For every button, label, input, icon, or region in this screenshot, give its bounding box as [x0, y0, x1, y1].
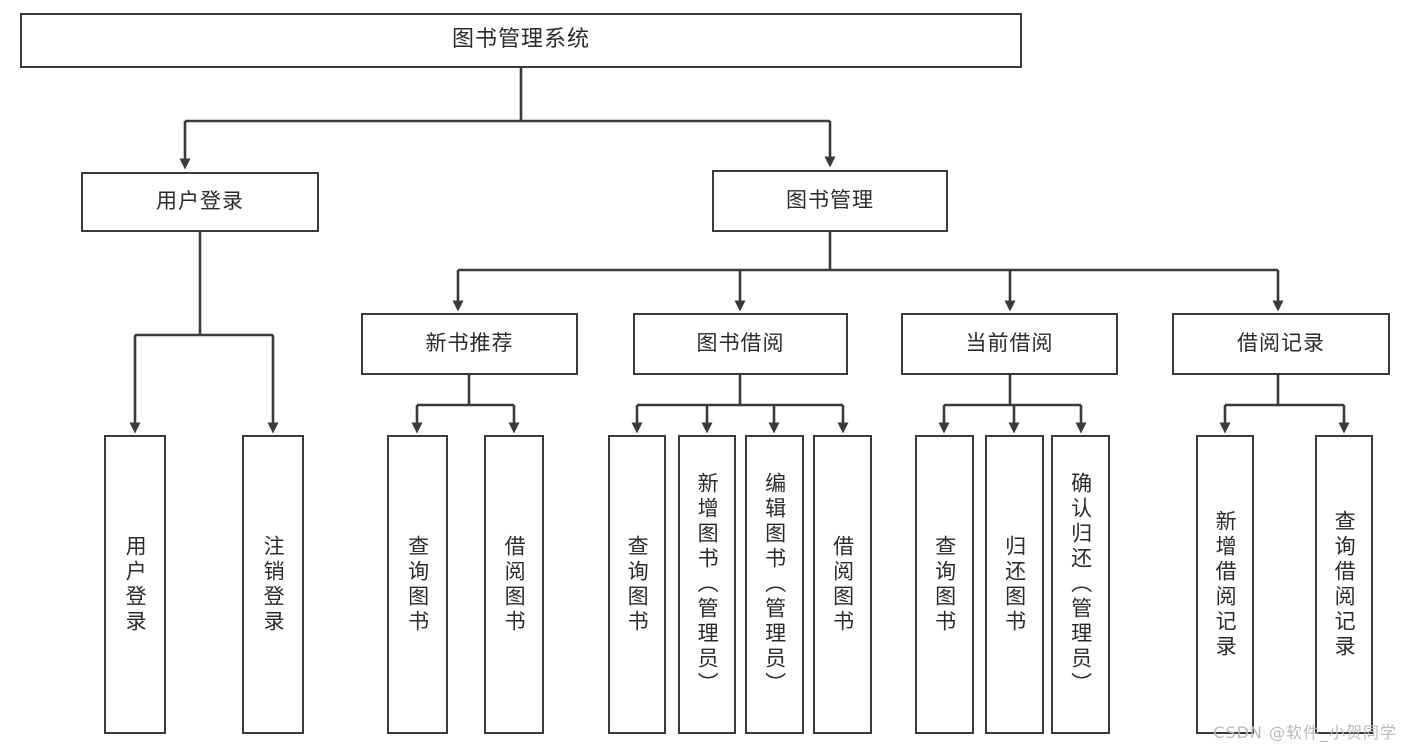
node-user-login[interactable]: 用户登录 — [81, 172, 319, 232]
leaf-user-login-login[interactable]: 用户登录 — [104, 435, 166, 734]
node-new-book-recommend[interactable]: 新书推荐 — [361, 313, 578, 375]
node-label: 注销登录 — [261, 534, 286, 635]
node-label: 查询图书 — [932, 534, 957, 635]
node-root-system[interactable]: 图书管理系统 — [20, 13, 1022, 68]
watermark: CSDN @软件_小贺同学 — [1213, 723, 1397, 742]
node-label: 用户登录 — [156, 189, 244, 214]
node-label: 确认归还（管理员） — [1068, 472, 1093, 697]
node-book-management[interactable]: 图书管理 — [712, 170, 948, 232]
node-label: 借阅图书 — [830, 534, 855, 635]
leaf-borrow-edit-book-admin[interactable]: 编辑图书（管理员） — [745, 435, 804, 734]
node-label: 借阅图书 — [502, 534, 527, 635]
node-label: 查询借阅记录 — [1332, 509, 1357, 660]
leaf-recommend-borrow-book[interactable]: 借阅图书 — [484, 435, 544, 734]
node-label: 查询图书 — [405, 534, 430, 635]
node-label: 归还图书 — [1002, 534, 1027, 635]
node-current-borrow[interactable]: 当前借阅 — [901, 313, 1118, 375]
node-label: 借阅记录 — [1237, 331, 1325, 356]
leaf-record-add-record[interactable]: 新增借阅记录 — [1196, 435, 1254, 734]
node-label: 新书推荐 — [425, 331, 514, 356]
leaf-borrow-borrow-book[interactable]: 借阅图书 — [813, 435, 872, 734]
node-label: 查询图书 — [625, 534, 650, 635]
node-borrow-record[interactable]: 借阅记录 — [1172, 313, 1390, 375]
leaf-current-confirm-return-admin[interactable]: 确认归还（管理员） — [1051, 435, 1110, 734]
leaf-borrow-add-book-admin[interactable]: 新增图书（管理员） — [678, 435, 736, 734]
node-label: 图书管理系统 — [451, 27, 590, 53]
leaf-borrow-query-book[interactable]: 查询图书 — [608, 435, 666, 734]
leaf-current-query-book[interactable]: 查询图书 — [915, 435, 974, 734]
node-label: 新增借阅记录 — [1213, 509, 1238, 660]
node-label: 编辑图书（管理员） — [762, 472, 787, 697]
node-label: 新增图书（管理员） — [695, 472, 720, 697]
node-label: 图书管理 — [786, 188, 874, 213]
node-book-borrow[interactable]: 图书借阅 — [633, 313, 848, 375]
leaf-current-return-book[interactable]: 归还图书 — [985, 435, 1044, 734]
node-label: 图书借阅 — [696, 331, 785, 356]
node-label: 当前借阅 — [965, 331, 1054, 356]
leaf-user-login-logout[interactable]: 注销登录 — [242, 435, 304, 734]
node-label: 用户登录 — [123, 534, 148, 635]
leaf-record-query-record[interactable]: 查询借阅记录 — [1315, 435, 1373, 734]
leaf-recommend-query-book[interactable]: 查询图书 — [387, 435, 448, 734]
